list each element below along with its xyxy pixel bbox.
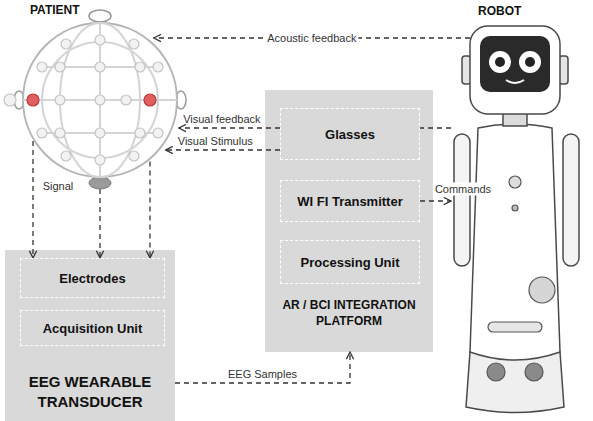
box-label: Glasses <box>325 127 375 142</box>
panel-heading: EEG WEARABLE TRANSDUCER <box>15 372 165 411</box>
head-outline <box>89 10 111 22</box>
active-electrode <box>144 94 156 106</box>
edge-label: EEG Samples <box>226 368 299 381</box>
head-outline <box>89 177 111 189</box>
robot-body <box>466 352 564 413</box>
robot-face <box>480 36 550 92</box>
electrode-dots <box>129 39 139 49</box>
robot-figure: ROBOT <box>448 22 585 417</box>
component-box: Acquisition Unit <box>20 310 165 346</box>
head-grid <box>23 23 177 177</box>
electrode-dots <box>55 62 65 72</box>
dashed-arrow <box>149 162 150 258</box>
figure-label: PATIENT <box>30 3 80 17</box>
edge-label: Visual feedback <box>181 113 262 126</box>
head-grid <box>42 42 158 158</box>
component-box: Processing Unit <box>280 240 420 284</box>
electrode-dots <box>95 62 105 72</box>
panel-heading: AR / BCI INTEGRATION PLATFORM <box>270 298 428 329</box>
robot-details <box>488 322 542 332</box>
robot-face <box>480 36 550 92</box>
electrode-dots <box>153 62 163 72</box>
patient-head: PATIENT <box>2 2 198 198</box>
robot-face <box>525 57 535 67</box>
dashed-arrow <box>32 141 33 258</box>
edge-label: Signal <box>41 180 76 193</box>
robot-face <box>519 51 541 73</box>
electrode-dots <box>121 95 131 105</box>
robot-body <box>454 134 470 266</box>
robot-body <box>454 26 579 413</box>
component-box: WI FI Transmitter <box>280 180 420 222</box>
platform-panel: AR / BCI INTEGRATION PLATFORM Glasses WI F… <box>265 90 433 352</box>
electrode-dots <box>135 62 145 72</box>
robot-body <box>470 26 560 114</box>
edge-label: Visual Stimulus <box>176 135 255 148</box>
electrode-dots <box>153 128 163 138</box>
head-illustration <box>2 2 198 198</box>
electrode-dots <box>129 151 139 161</box>
box-label: Processing Unit <box>301 255 400 270</box>
robot-details <box>525 363 543 381</box>
electrode-dots <box>61 39 71 49</box>
electrode-dots <box>61 151 71 161</box>
robot-body <box>563 134 579 266</box>
robot-face <box>495 57 505 67</box>
robot-details <box>487 363 505 381</box>
electrode-dots <box>37 128 47 138</box>
electrode-dots <box>4 35 163 165</box>
head-grid <box>60 23 140 177</box>
electrode-dots <box>95 35 105 45</box>
box-label: Electrodes <box>59 271 125 286</box>
electrode-dots <box>37 62 47 72</box>
electrode-dots <box>55 95 65 105</box>
electrode-dots <box>135 128 145 138</box>
transducer-panel: EEG WEARABLE TRANSDUCER ElectrodesAcquisi… <box>5 250 175 421</box>
robot-body <box>470 124 560 360</box>
electrode-dots <box>95 155 105 165</box>
robot-illustration <box>448 22 585 417</box>
dashed-arrow <box>166 149 280 150</box>
electrode-dots <box>55 128 65 138</box>
head-outline <box>14 10 186 189</box>
box-label: WI FI Transmitter <box>297 194 402 209</box>
electrode-dots <box>4 94 16 106</box>
robot-details <box>512 205 518 211</box>
electrode-dots <box>95 128 105 138</box>
robot-details <box>487 176 555 381</box>
robot-details <box>509 176 521 188</box>
robot-details <box>529 277 555 303</box>
dashed-arrow <box>99 189 100 258</box>
electrode-dots <box>95 95 105 105</box>
dashed-arrow <box>175 352 350 383</box>
component-box: Glasses <box>280 108 420 160</box>
figure-label: ROBOT <box>478 4 521 18</box>
dashed-arrow <box>420 200 451 201</box>
head-outline <box>23 23 177 177</box>
robot-face <box>506 80 524 83</box>
active-electrode <box>27 94 39 106</box>
edge-label: Commands <box>433 183 493 196</box>
edge-label: Acoustic feedback <box>265 32 358 45</box>
box-label: Acquisition Unit <box>43 321 143 336</box>
robot-face <box>489 51 511 73</box>
component-box: Electrodes <box>20 258 165 298</box>
active-electrode <box>27 94 156 106</box>
